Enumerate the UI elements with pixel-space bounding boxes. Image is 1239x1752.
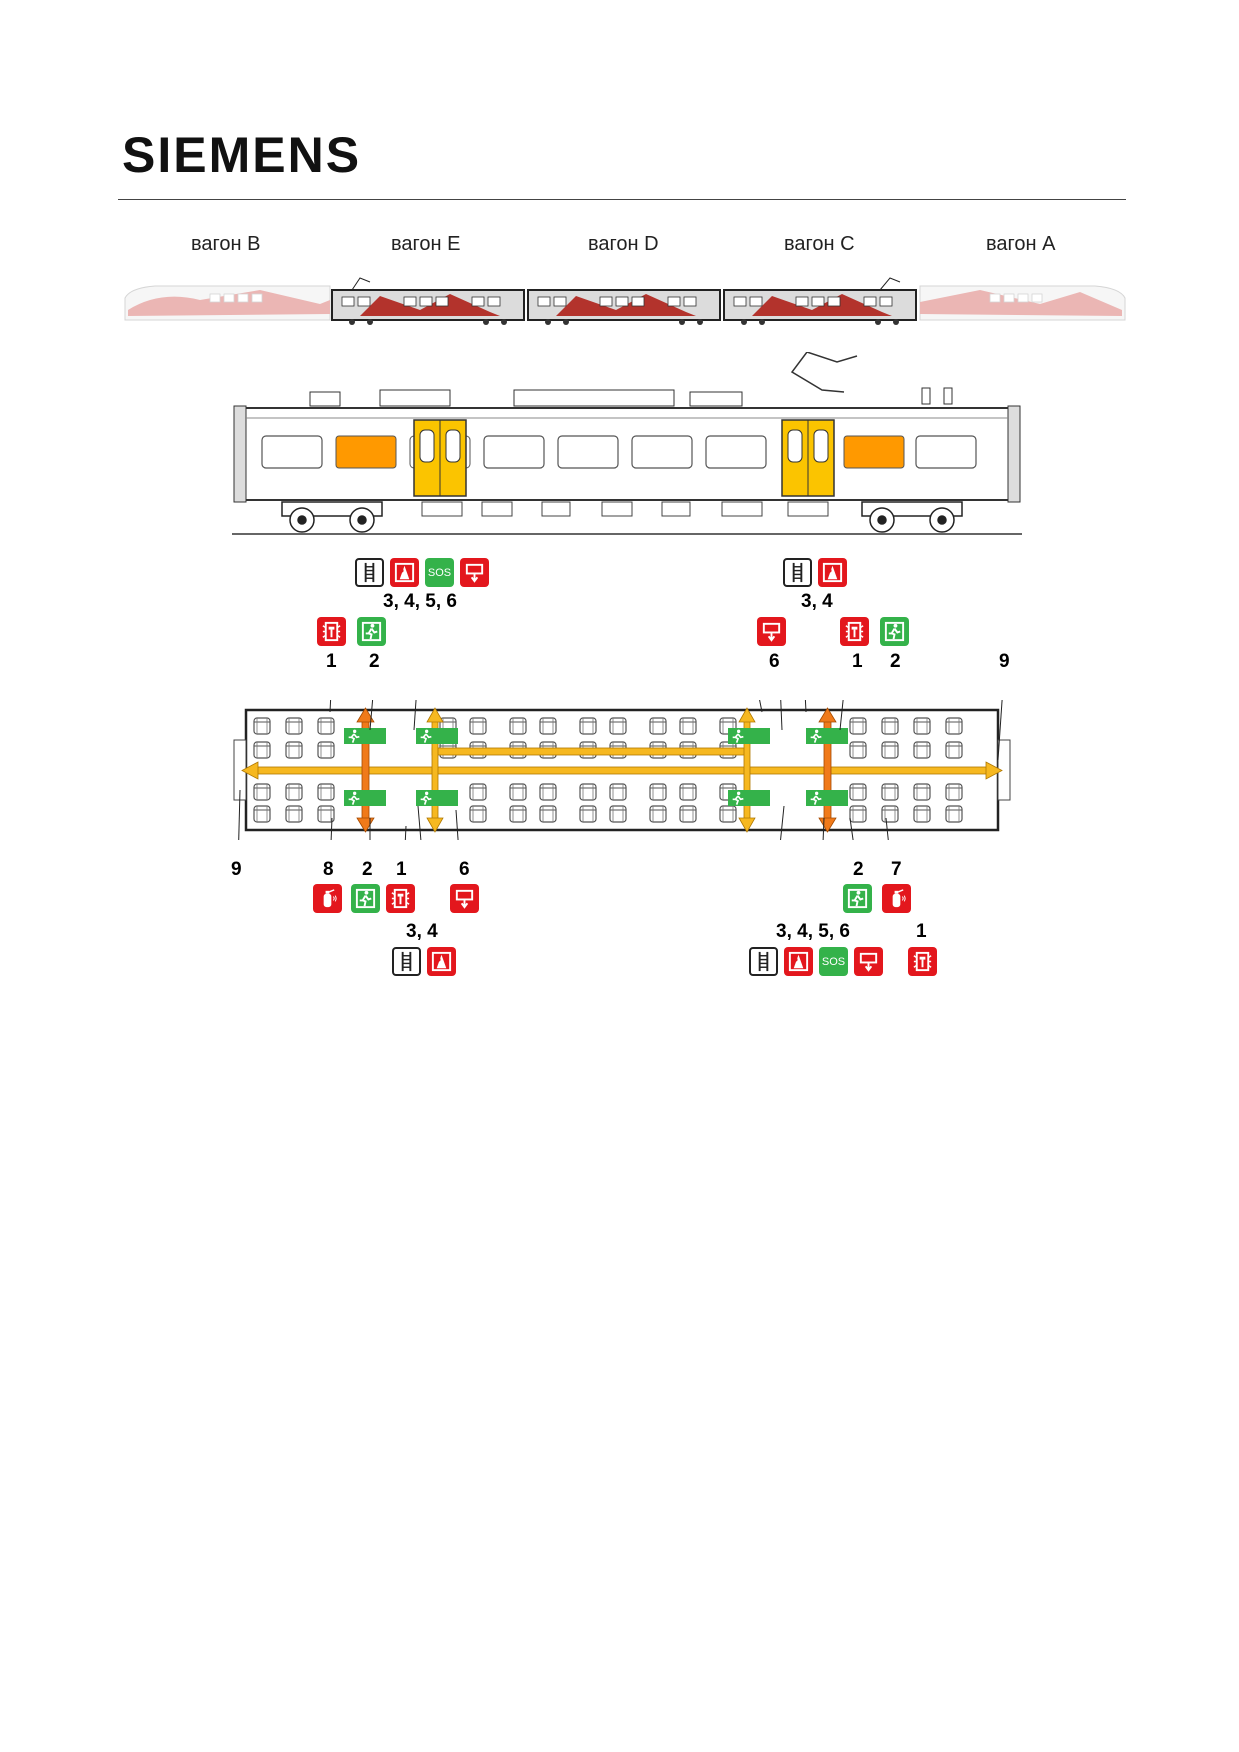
fire-extinguisher-icon [882, 884, 911, 913]
callout-9-tr: 9 [999, 651, 1010, 672]
ladder-icon [355, 558, 384, 587]
callout-bottom-left-group: 3, 4 [406, 921, 438, 942]
callout-6-tr: 6 [769, 651, 780, 672]
car-label-d: вагон D [588, 233, 659, 255]
car-e [331, 277, 525, 325]
ladder-icon [749, 947, 778, 976]
callout-1-br: 1 [916, 921, 927, 942]
car-b-faded [124, 285, 331, 321]
callout-bottom-right-group: 3, 4, 5, 6 [776, 921, 850, 942]
callout-6-bl: 6 [459, 859, 470, 880]
emergency-window-hammer-icon [317, 617, 346, 646]
evacuation-route [241, 707, 1003, 833]
emergency-window-hammer-icon [840, 617, 869, 646]
callout-2-br: 2 [853, 859, 864, 880]
emergency-brake-icon [757, 617, 786, 646]
emergency-door-open-icon [427, 947, 456, 976]
ladder-icon [783, 558, 812, 587]
callout-leaders [238, 700, 1003, 840]
callout-2-tl: 2 [369, 651, 380, 672]
callout-7-br: 7 [891, 859, 902, 880]
callout-8-bl: 8 [323, 859, 334, 880]
siemens-logo: SIEMENS [122, 127, 362, 183]
emergency-brake-icon [450, 884, 479, 913]
car-label-a: вагон A [986, 233, 1056, 255]
car-label-c: вагон C [784, 233, 855, 255]
emergency-brake-icon [854, 947, 883, 976]
emergency-exit-icon [843, 884, 872, 913]
callout-1-tr: 1 [852, 651, 863, 672]
emergency-window-hammer-icon [386, 884, 415, 913]
car-a-faded [919, 285, 1126, 321]
car-label-e: вагон E [391, 233, 461, 255]
emergency-exit-icon [351, 884, 380, 913]
callout-2-tr: 2 [890, 651, 901, 672]
callout-9-bl: 9 [231, 859, 242, 880]
car-label-b: вагон B [191, 233, 261, 255]
emergency-door-open-icon [818, 558, 847, 587]
ladder-icon [392, 947, 421, 976]
car-d [527, 289, 721, 325]
car-side-elevation [232, 352, 1022, 535]
emergency-exit-icon [880, 617, 909, 646]
emergency-exit-icon [357, 617, 386, 646]
emergency-door-open-icon [784, 947, 813, 976]
exit-signs-floor [344, 728, 848, 806]
emergency-window-hammer-icon [908, 947, 937, 976]
car-floor-plan [233, 700, 1011, 840]
train-consist-strip [124, 277, 1126, 325]
callout-top-right-group: 3, 4 [801, 591, 833, 612]
emergency-brake-icon [460, 558, 489, 587]
callout-1-bl: 1 [396, 859, 407, 880]
sos-icon: SOS [425, 558, 454, 587]
bogie-right [861, 501, 963, 533]
callout-2-bl: 2 [362, 859, 373, 880]
emergency-door-open-icon [390, 558, 419, 587]
header-divider [118, 199, 1126, 200]
car-c [723, 277, 917, 325]
fire-extinguisher-icon [313, 884, 342, 913]
bogie-left [281, 501, 383, 533]
callout-top-left-group: 3, 4, 5, 6 [383, 591, 457, 612]
sos-icon: SOS [819, 947, 848, 976]
callout-1-tl: 1 [326, 651, 337, 672]
